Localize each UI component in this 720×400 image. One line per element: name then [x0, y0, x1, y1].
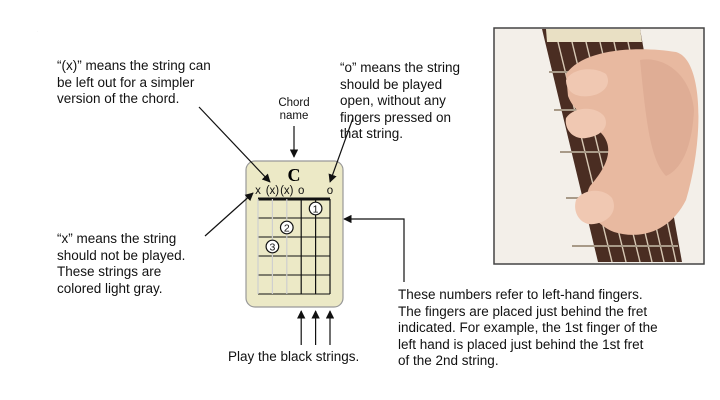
finger-circle [308, 201, 323, 216]
finger-positions: 1 23 [265, 201, 323, 254]
open-string-callout: “o” means the string should be played op… [340, 60, 461, 141]
finger-circle [265, 239, 280, 254]
string-mark: (x) [280, 185, 294, 197]
fret-lines [258, 197, 330, 295]
finger-number: 3 [269, 242, 275, 254]
arrow-muted-string [204, 192, 254, 237]
finger-circle [279, 220, 294, 235]
arrow-optional-string [198, 106, 271, 183]
finger-number: 2 [284, 223, 290, 235]
guitar-photo [493, 27, 705, 265]
finger-number: 1 [313, 204, 319, 216]
string-mark: o [298, 185, 304, 197]
muted-string-callout: “x” means the string should not be playe… [57, 231, 186, 296]
play-black-arrows [297, 310, 335, 345]
optional-string-callout: “(x)” means the string can be left out f… [57, 58, 211, 106]
string-marks: x (x)(x) o o [255, 185, 333, 197]
finger-numbers-callout: These numbers refer to left-hand fingers… [398, 287, 658, 368]
string-mark: x [255, 185, 261, 197]
chord-name: C [288, 165, 301, 185]
chord-name-label: Chord name [278, 97, 310, 122]
arrow-open-string [328, 117, 354, 183]
arrow-finger-numbers [343, 214, 405, 282]
string-mark: o [327, 185, 333, 197]
stray-dot: . [37, 31, 38, 33]
play-black-strings-label: Play the black strings. [228, 349, 360, 364]
string-mark: (x) [266, 185, 280, 197]
